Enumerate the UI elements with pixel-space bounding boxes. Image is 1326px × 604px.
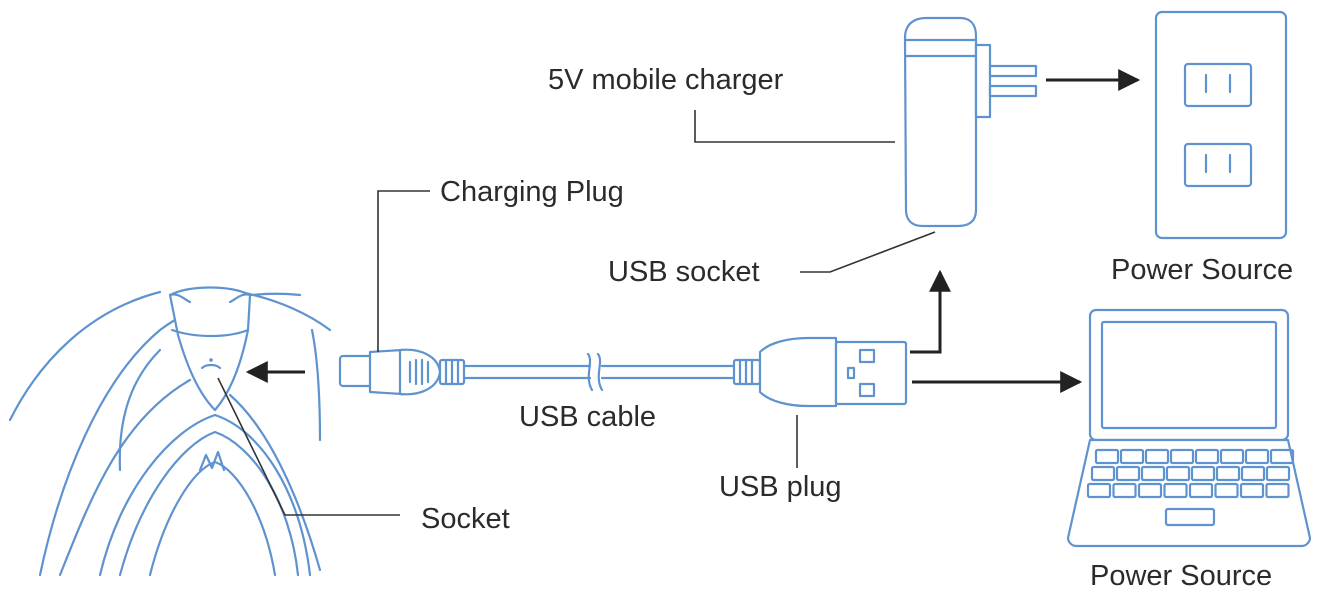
wall-outlet-illustration — [1154, 10, 1288, 240]
laptop-illustration — [1066, 308, 1312, 548]
laptop-key — [1112, 482, 1137, 499]
laptop-key — [1137, 482, 1163, 499]
leader-socket — [217, 377, 400, 516]
laptop-key — [1265, 482, 1290, 499]
mobile-charger-illustration — [903, 16, 1038, 228]
laptop-key — [1214, 482, 1239, 499]
label-usb-cable: USB cable — [519, 401, 657, 433]
laptop-key — [1163, 482, 1188, 499]
laptop-key — [1190, 465, 1216, 482]
socket-icon — [209, 358, 213, 362]
laptop-key — [1240, 465, 1266, 482]
arrow-to-charger — [910, 269, 951, 354]
leader-charging-plug — [377, 190, 430, 352]
label-mobile-charger: 5V mobile charger — [548, 64, 784, 96]
leader-mobile-charger — [694, 110, 895, 143]
device-illustration — [8, 286, 332, 577]
label-socket: Socket — [421, 503, 510, 535]
laptop-key — [1115, 465, 1141, 482]
laptop-key — [1090, 465, 1116, 482]
laptop-key — [1219, 448, 1245, 465]
laptop-key — [1119, 448, 1145, 465]
laptop-key — [1144, 448, 1170, 465]
laptop-keyboard — [1086, 448, 1295, 499]
laptop-key — [1215, 465, 1241, 482]
laptop-key — [1165, 465, 1191, 482]
label-usb-socket: USB socket — [608, 256, 760, 288]
label-charging-plug: Charging Plug — [440, 176, 624, 208]
laptop-key — [1244, 448, 1270, 465]
label-power-source-wall: Power Source — [1111, 254, 1294, 286]
laptop-key — [1239, 482, 1265, 499]
laptop-key — [1169, 448, 1195, 465]
usb-cable-illustration — [338, 336, 908, 408]
label-power-source-laptop: Power Source — [1090, 560, 1273, 592]
laptop-key — [1086, 482, 1112, 499]
laptop-key — [1269, 448, 1295, 465]
laptop-key — [1188, 482, 1214, 499]
laptop-key — [1140, 465, 1166, 482]
leader-usb-socket — [800, 231, 936, 273]
laptop-key — [1094, 448, 1120, 465]
laptop-key — [1194, 448, 1220, 465]
laptop-key — [1265, 465, 1291, 482]
label-usb-plug: USB plug — [719, 471, 842, 503]
